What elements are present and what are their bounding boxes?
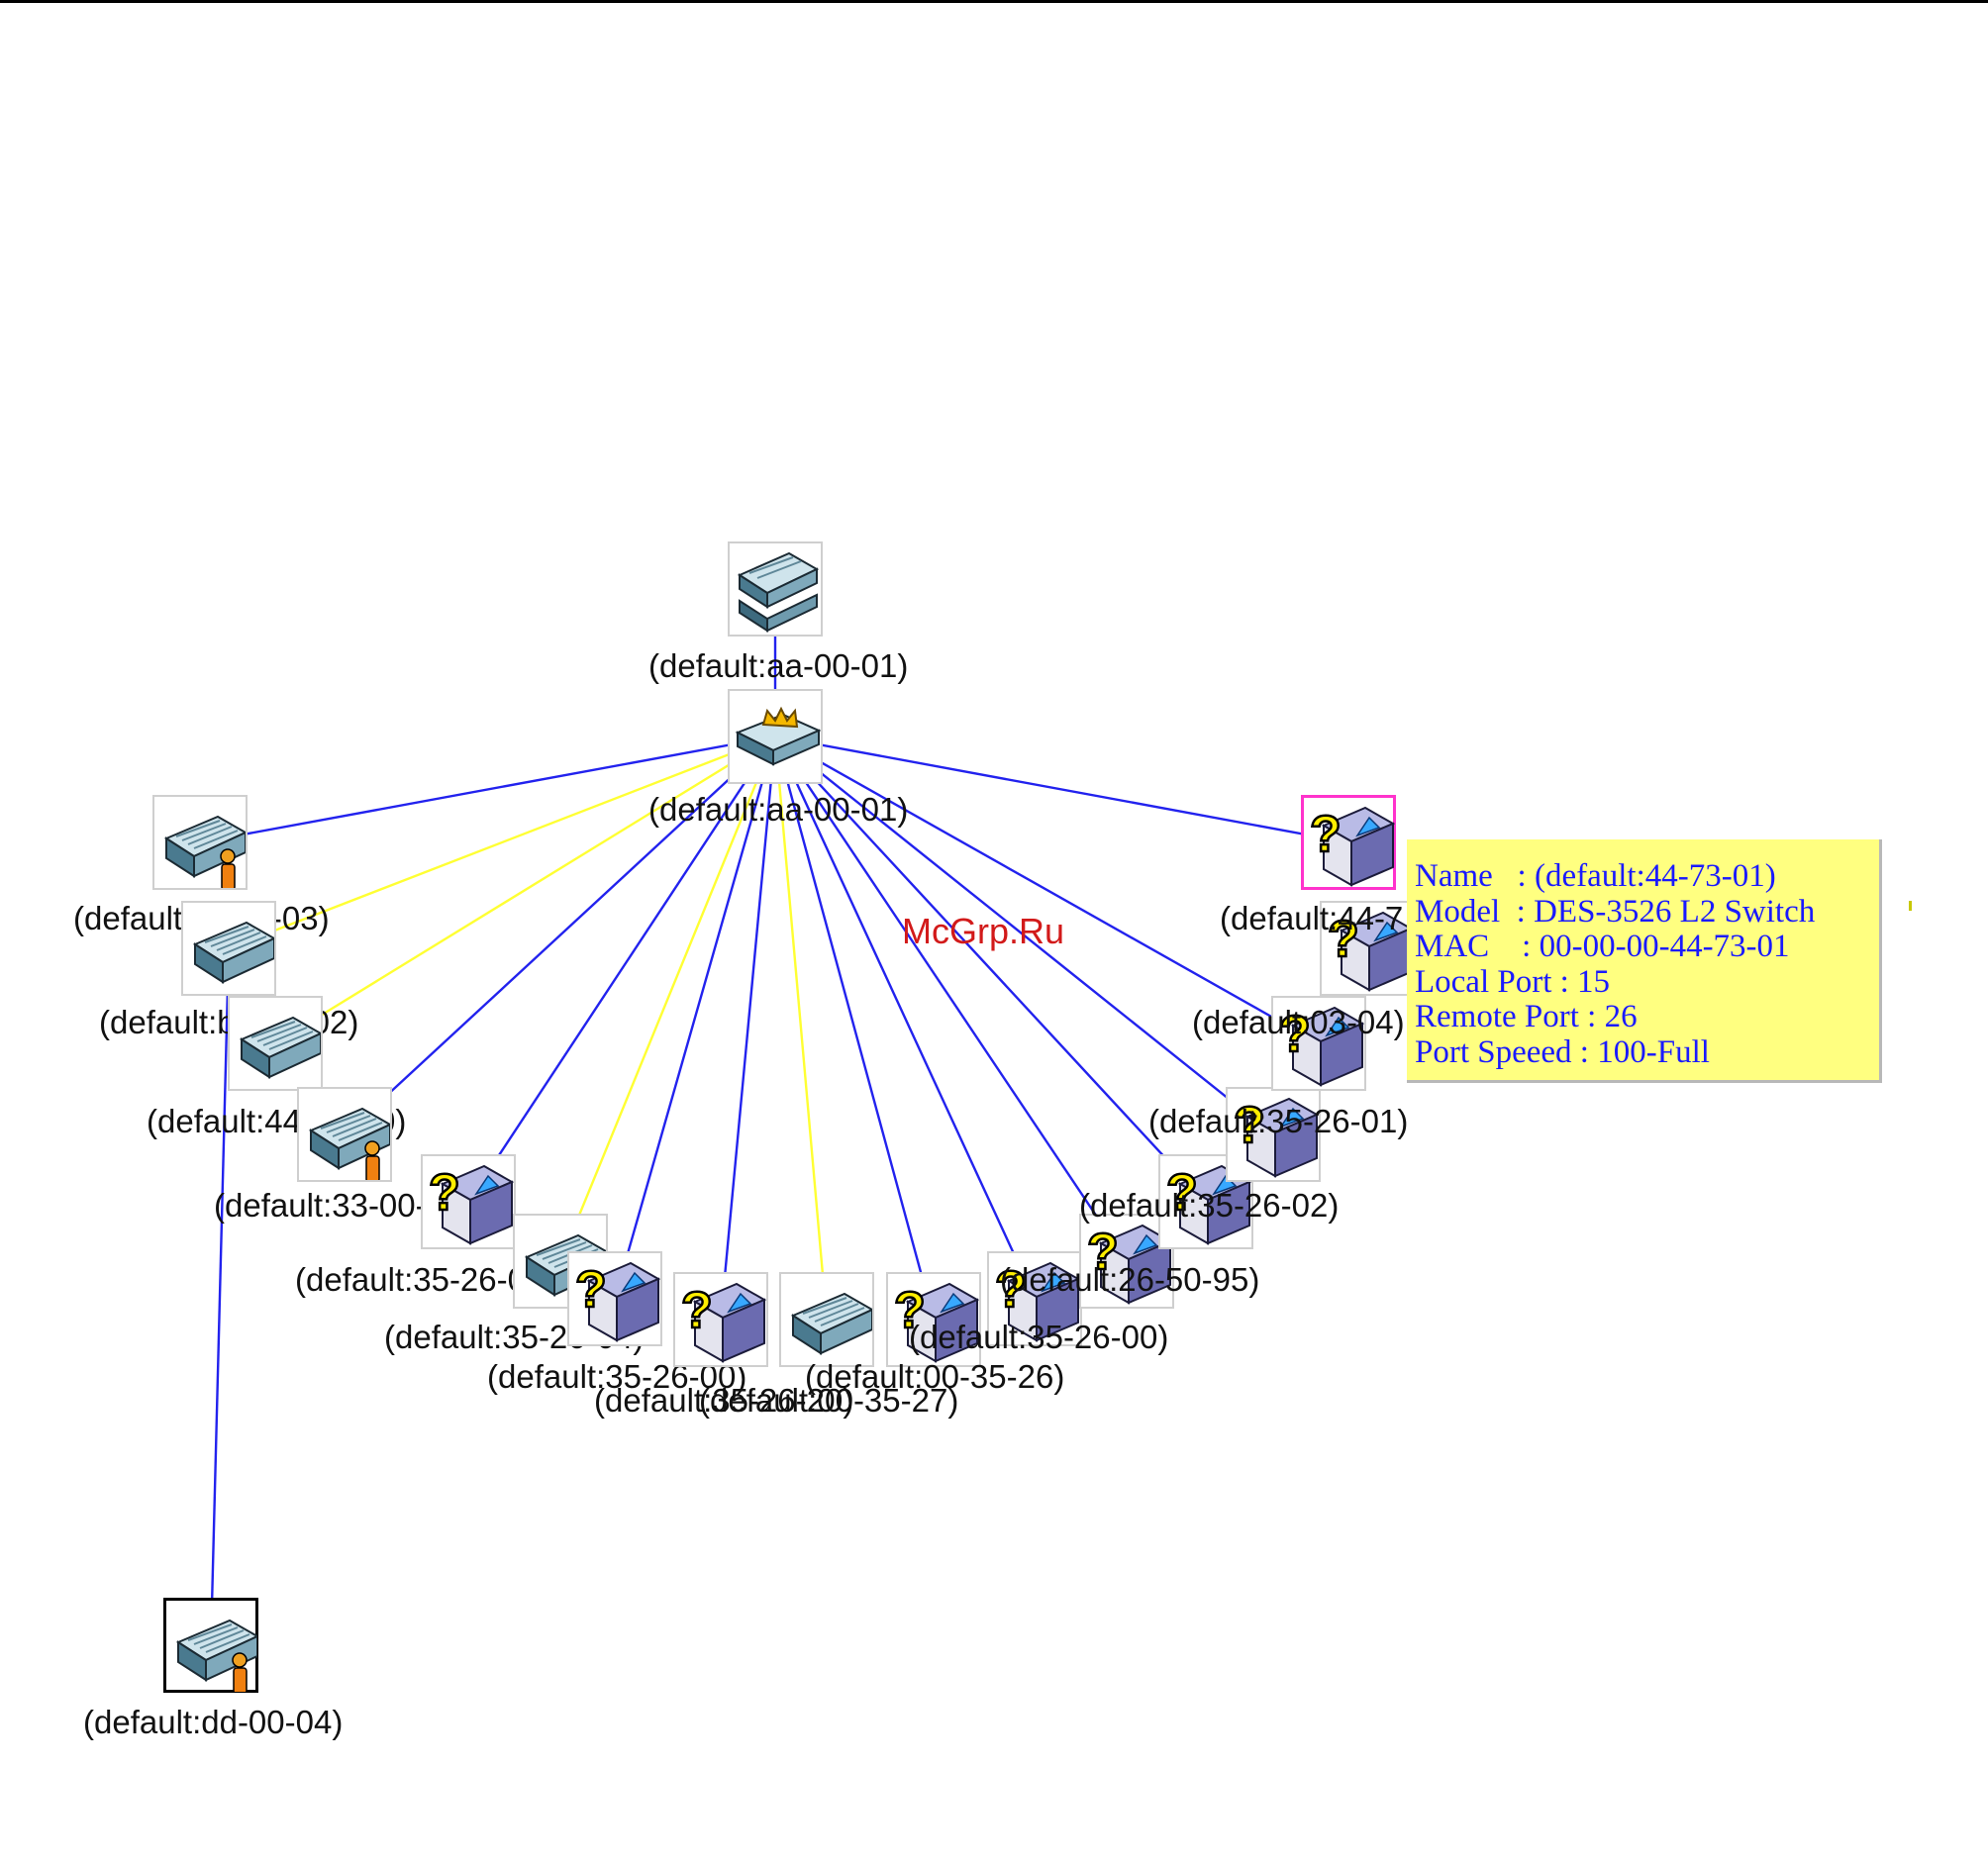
link-aa_root-cc <box>199 735 776 844</box>
svg-text:?: ? <box>894 1282 926 1339</box>
device-label-n35_02: (default:35-26-02) <box>1079 1187 1340 1224</box>
root-switch-crown-icon <box>735 706 821 766</box>
unknown-device-icon: ? <box>1233 1096 1319 1178</box>
device-node-n44_73[interactable]: ? <box>1301 795 1396 890</box>
link-aa_root-n33 <box>344 736 776 1135</box>
link-aa_root-n35_00b <box>773 736 1037 1300</box>
unknown-device-icon: ? <box>1327 910 1413 992</box>
device-node-n35_02[interactable]: ? <box>1158 1154 1253 1249</box>
device-label-aa_root: (default:aa-00-01) <box>648 791 909 828</box>
device-label-n03_04: (default:03-04) <box>1192 1004 1405 1040</box>
unknown-device-icon: ? <box>1165 1163 1251 1245</box>
device-label-n35_20: (default:35-26-20) <box>594 1382 854 1419</box>
tooltip-row-mac: MAC : 00-00-00-44-73-01 <box>1415 929 1790 964</box>
svg-text:?: ? <box>1087 1224 1119 1281</box>
link-bb-dd <box>209 947 231 1646</box>
unknown-device-icon: ? <box>574 1260 660 1342</box>
stacked-switch-icon <box>737 551 820 633</box>
device-label-n35_27: (default:00-35-27) <box>699 1382 959 1419</box>
device-node-n35_27[interactable] <box>779 1272 874 1367</box>
tooltip-row-remote-port: Remote Port : 26 <box>1415 999 1638 1034</box>
device-label-dd: (default:dd-00-04) <box>83 1704 344 1740</box>
tooltip-row-local-port: Local Port : 15 <box>1415 963 1611 1000</box>
switch-icon <box>192 921 274 984</box>
link-aa_root-n35_02 <box>774 736 1207 1203</box>
device-node-n00_35_26[interactable]: ? <box>886 1272 981 1367</box>
unknown-device-icon: ? <box>893 1281 979 1363</box>
link-aa_root-n35_00a <box>613 736 777 1300</box>
device-label-aa_top: (default:aa-00-01) <box>648 647 909 684</box>
device-label-n35_01: (default:35-26-01) <box>1148 1103 1409 1139</box>
device-node-n35_07[interactable]: ? <box>421 1154 516 1249</box>
device-node-n03_04[interactable]: ? <box>1271 996 1366 1091</box>
switch-user-icon <box>308 1107 390 1180</box>
unknown-device-icon: ? <box>1278 1005 1364 1087</box>
link-aa_root-n44_10 <box>274 735 776 1045</box>
svg-text:?: ? <box>1328 911 1359 968</box>
link-aa_root-n00_35_26 <box>773 736 936 1321</box>
svg-text:?: ? <box>1310 806 1342 863</box>
device-node-dd[interactable] <box>163 1598 258 1693</box>
device-label-n35_00b: (default:35-26-00) <box>909 1319 1169 1355</box>
device-node-n35_00a[interactable]: ? <box>567 1251 662 1346</box>
device-label-n26_50: (default:26-50-95) <box>1000 1261 1260 1298</box>
svg-text:?: ? <box>681 1282 713 1339</box>
switch-icon <box>239 1016 321 1079</box>
device-node-aa_root[interactable] <box>728 689 823 784</box>
link-aa_root-n35_01 <box>774 736 1274 1135</box>
link-aa_root-n35_04 <box>558 736 777 1262</box>
device-label-n00_35_26: (default:00-35-26) <box>805 1358 1065 1395</box>
unknown-device-icon: ? <box>428 1163 514 1245</box>
device-node-n35_20[interactable]: ? <box>673 1272 768 1367</box>
link-aa_root-n44_73 <box>774 735 1349 844</box>
device-label-n44_7: (default:44-7 <box>1220 900 1404 936</box>
device-node-n35_01[interactable]: ? <box>1226 1087 1321 1182</box>
device-node-n44_7[interactable]: ? <box>1320 901 1415 996</box>
unknown-device-icon: ? <box>680 1281 766 1363</box>
stray-mark <box>1909 901 1912 911</box>
unknown-device-icon: ? <box>1309 805 1395 887</box>
link-aa_root-n35_20 <box>719 736 777 1321</box>
link-aa_root-n03_04 <box>774 735 1320 1045</box>
svg-text:?: ? <box>575 1261 607 1319</box>
switch-user-icon <box>175 1619 257 1692</box>
device-node-bb[interactable] <box>181 901 276 996</box>
top-border <box>0 0 1988 3</box>
switch-icon <box>790 1292 872 1355</box>
link-aa_root-n26_50 <box>774 736 1128 1262</box>
watermark: McGrp.Ru <box>902 911 1065 951</box>
device-node-aa_top[interactable] <box>728 541 823 637</box>
device-node-cc[interactable] <box>152 795 248 890</box>
svg-text:?: ? <box>1279 1006 1311 1063</box>
tooltip-row-port-speed: Port Speeed : 100-Full <box>1415 1033 1710 1070</box>
link-aa_root-n35_07 <box>466 736 777 1203</box>
unknown-device-icon: ? <box>994 1260 1080 1342</box>
svg-text:?: ? <box>1234 1097 1265 1154</box>
tooltip-row-model: Model : DES-3526 L2 Switch <box>1415 893 1816 930</box>
svg-text:?: ? <box>1166 1164 1198 1222</box>
svg-text:?: ? <box>429 1164 460 1222</box>
svg-text:?: ? <box>995 1261 1027 1319</box>
switch-user-icon <box>163 815 246 888</box>
link-aa_root-n35_27 <box>773 736 829 1321</box>
tooltip-row-name: Name : (default:44-73-01) <box>1415 858 1776 894</box>
link-aa_root-bb <box>228 735 776 950</box>
device-node-n35_00b[interactable]: ? <box>987 1251 1082 1346</box>
device-label-n35_07: (default:35-26-07) <box>295 1261 555 1298</box>
device-node-n44_10[interactable] <box>228 996 323 1091</box>
device-info-tooltip: Name : (default:44-73-01) Model : DES-35… <box>1407 839 1882 1083</box>
device-node-n33[interactable] <box>297 1087 392 1182</box>
unknown-device-icon: ? <box>1086 1223 1172 1305</box>
